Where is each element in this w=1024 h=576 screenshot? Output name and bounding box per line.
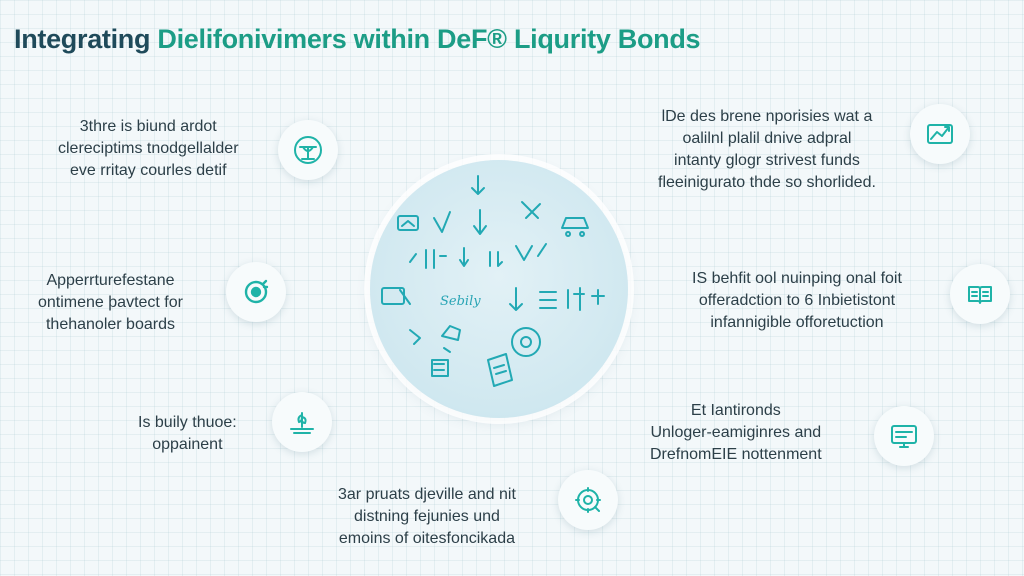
book-icon (968, 286, 992, 304)
bottom-item-text: 3ar pruats djeville and nit distning fej… (338, 484, 516, 550)
text-line: oppainent (152, 436, 223, 453)
text-line: 3ar pruats djeville and nit (338, 486, 516, 503)
text-line: thehanoler boards (45, 316, 175, 333)
text-line: fleeinigurato thde so shorlided. (658, 174, 876, 191)
left-item-3-badge (272, 392, 332, 452)
hub-glyphs-icon (381, 175, 605, 387)
text-line: Et Iantironds (690, 402, 781, 419)
central-hub: Sebily (370, 160, 628, 418)
text-line: emoins of oitesfoncikada (338, 530, 515, 547)
text-line: DrefnomEIE nottenment (650, 446, 822, 463)
text-line: offeradction to 6 Inbietistont (698, 292, 896, 309)
left-item-1-badge (278, 120, 338, 180)
right-item-1-text: lDe des brene nporisies wat a oalilnl pl… (658, 106, 876, 194)
gear-chat-icon (575, 487, 601, 513)
right-item-2-badge (950, 264, 1010, 324)
hub-label: Sebily (440, 294, 481, 309)
monitor-icon (891, 425, 917, 448)
text-line: eve rritay courles detif (70, 162, 227, 179)
right-item-2-text: IS behfit ool nuinping onal foit offerad… (692, 268, 902, 334)
left-item-2-text: Apperrturefestane ontimene þavtect for t… (38, 270, 183, 336)
right-item-3-badge (874, 406, 934, 466)
scale-icon (294, 136, 322, 164)
right-item-1-badge (910, 104, 970, 164)
text-line: Is buily thuoe: (138, 414, 237, 431)
text-line: IS behfit ool nuinping onal foit (692, 270, 902, 287)
text-line: infannigible offoretuction (710, 314, 884, 331)
text-line: lDe des brene nporisies wat a (661, 108, 873, 125)
text-line: 3thre is biund ardot (79, 118, 217, 135)
text-line: Unloger-eamiginres and (650, 424, 822, 441)
text-line: distning fejunies und (354, 508, 500, 525)
cycle-icon (244, 279, 269, 304)
right-item-3-text: Et Iantironds Unloger-eamiginres and Dre… (650, 400, 822, 466)
chart-icon (927, 124, 953, 144)
left-item-3-text: Is buily thuoe: oppainent (138, 412, 237, 456)
left-item-2-badge (226, 262, 286, 322)
left-item-1-text: 3thre is biund ardot clereciptims tnodge… (58, 116, 239, 182)
title-part-2: Dielifonivimers within DeF® Liqurity Bon… (157, 24, 701, 54)
bottom-item-badge (558, 470, 618, 530)
text-line: clereciptims tnodgellalder (58, 140, 239, 157)
text-line: oalilnl plalil dnive adpral (682, 130, 852, 147)
plant-icon (290, 412, 314, 434)
text-line: intanty glogr strivest funds (674, 152, 860, 169)
title-part-1: Integrating (14, 24, 158, 54)
text-line: ontimene þavtect for (38, 294, 183, 311)
page-title: Integrating Dielifonivimers within DeF® … (14, 24, 701, 55)
text-line: Apperrturefestane (46, 272, 175, 289)
